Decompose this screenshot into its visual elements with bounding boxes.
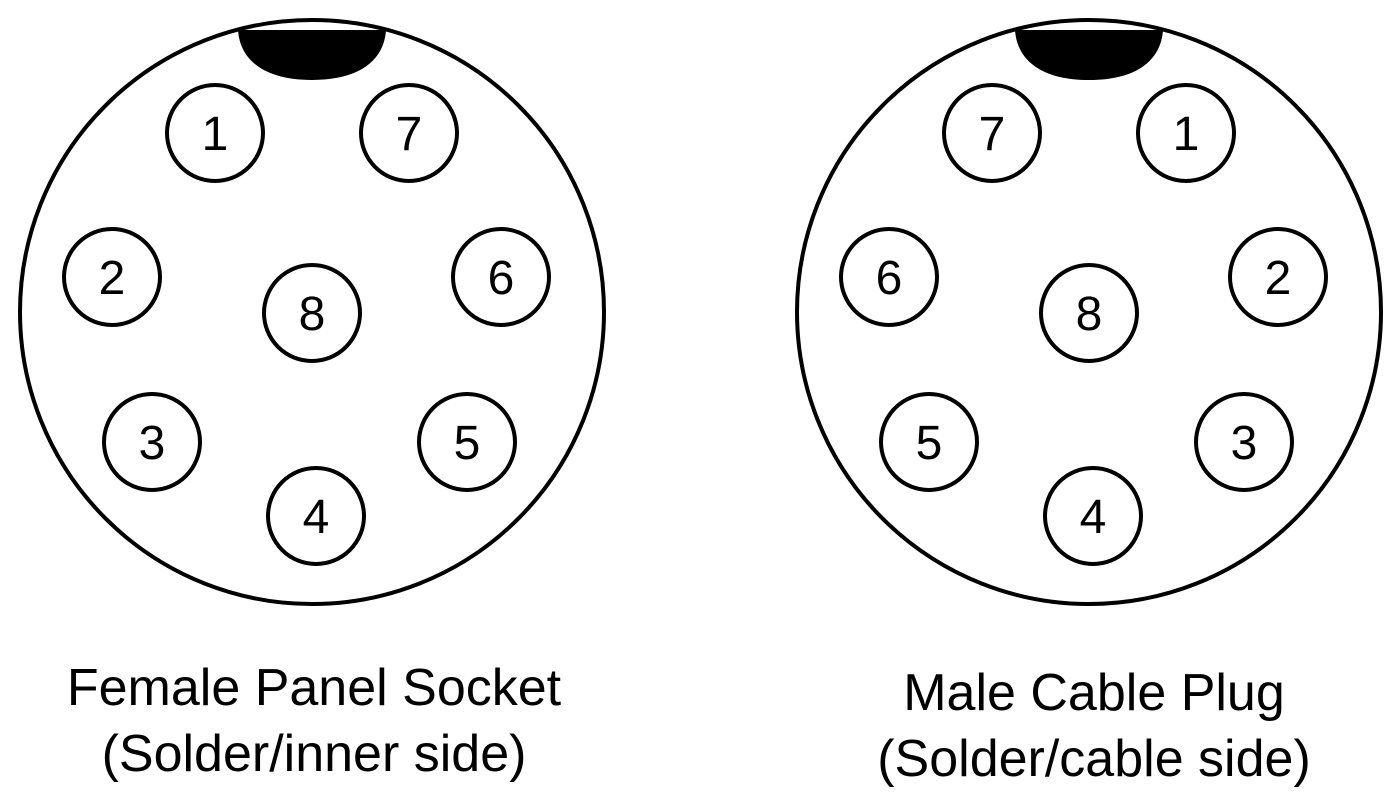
female-pin: 8	[262, 263, 362, 363]
male-pin: 3	[1194, 392, 1294, 492]
female-pin: 1	[165, 83, 265, 183]
female-connector-caption: Female Panel Socket (Solder/inner side)	[0, 655, 628, 787]
female-pin: 7	[359, 83, 459, 183]
male-connector-subtitle: (Solder/cable side)	[877, 730, 1311, 788]
male-pin-label: 8	[1076, 288, 1103, 341]
female-pin: 6	[451, 227, 551, 327]
male-pin-label: 5	[916, 417, 943, 470]
female-pin: 4	[266, 466, 366, 566]
male-connector-caption: Male Cable Plug (Solder/cable side)	[780, 660, 1396, 792]
male-pin-label: 1	[1173, 108, 1200, 161]
female-pin: 5	[417, 392, 517, 492]
male-pin: 5	[879, 392, 979, 492]
female-key-notch	[238, 30, 386, 80]
female-connector-subtitle: (Solder/inner side)	[101, 725, 527, 783]
female-pin-label: 8	[299, 288, 326, 341]
male-pin-label: 3	[1231, 417, 1258, 470]
male-pin-label: 4	[1080, 491, 1107, 544]
male-pin: 4	[1043, 466, 1143, 566]
female-pin-label: 5	[454, 417, 481, 470]
female-pin-label: 4	[303, 491, 330, 544]
female-pin-label: 7	[396, 108, 423, 161]
female-pin-label: 6	[488, 252, 515, 305]
male-pin: 6	[839, 227, 939, 327]
male-pin: 1	[1136, 83, 1236, 183]
male-pin-label: 6	[876, 252, 903, 305]
female-pin-label: 2	[99, 252, 126, 305]
male-connector-title: Male Cable Plug	[903, 664, 1285, 722]
male-pin: 8	[1039, 263, 1139, 363]
female-pin: 2	[62, 227, 162, 327]
male-pin: 2	[1228, 227, 1328, 327]
female-pin-label: 3	[139, 417, 166, 470]
female-connector: 1 7 2 8 6 3 5 4	[18, 18, 606, 606]
male-pin: 7	[942, 83, 1042, 183]
male-pin-label: 7	[979, 108, 1006, 161]
female-pin: 3	[102, 392, 202, 492]
male-connector: 7 1 6 8 2 5 3 4	[795, 18, 1383, 606]
male-pin-label: 2	[1265, 252, 1292, 305]
male-key-notch	[1015, 30, 1163, 80]
female-pin-label: 1	[202, 108, 229, 161]
female-connector-title: Female Panel Socket	[66, 659, 562, 717]
